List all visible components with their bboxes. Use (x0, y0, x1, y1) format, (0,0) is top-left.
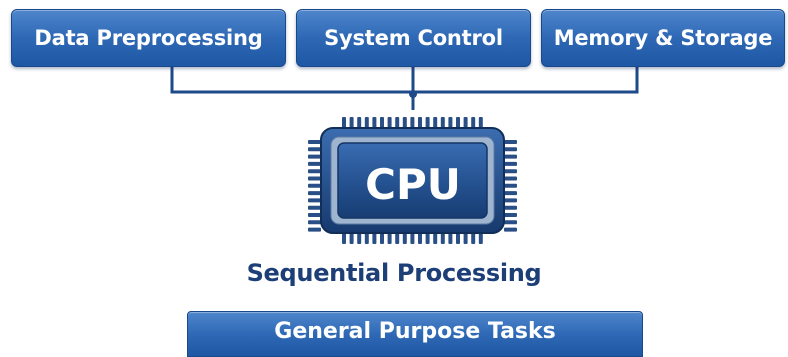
chip-pin (504, 147, 517, 152)
chip-pin (308, 147, 321, 152)
chip-pin (308, 154, 321, 159)
chip-pin (504, 161, 517, 166)
connector-junction-dot (409, 90, 417, 98)
chip-pin (504, 205, 517, 210)
chip-pin (456, 233, 460, 244)
data-preprocessing-box: Data Preprocessing (11, 9, 286, 67)
chip-pin (425, 233, 430, 244)
system-control-box: System Control (296, 9, 531, 67)
chip-pin (380, 233, 384, 244)
chip-pin (504, 154, 517, 159)
chip-pin (504, 213, 517, 217)
chip-pin (504, 191, 517, 196)
chip-pin (372, 117, 377, 128)
chip-pin (372, 233, 377, 244)
chip-pin (471, 117, 476, 128)
chip-pin (364, 117, 369, 128)
chip-pin (364, 233, 369, 244)
chip-pin (349, 233, 354, 244)
chip-pin (463, 117, 468, 128)
chip-pin (504, 198, 517, 203)
chip-pin (456, 117, 460, 128)
chip-pin (478, 233, 483, 244)
chip-pin (395, 233, 400, 244)
chip-pins-right (504, 140, 517, 232)
chip-pin (357, 233, 362, 244)
chip-pin (308, 161, 321, 166)
chip-pin (308, 213, 321, 217)
chip-face (337, 142, 488, 219)
chip-pin (342, 117, 346, 128)
chip-pin (448, 233, 453, 244)
chip-pin (308, 198, 321, 203)
chip-pin (504, 140, 517, 144)
general-purpose-label: General Purpose Tasks (274, 319, 556, 344)
chip-pins-bottom (342, 233, 483, 244)
chip-pins-top (342, 117, 483, 128)
chip-pin (463, 233, 468, 244)
chip-pin (308, 169, 321, 174)
cpu-caption: Sequential Processing (246, 259, 542, 287)
chip-pin (387, 117, 392, 128)
chip-pin (440, 117, 445, 128)
chip-pin (308, 227, 321, 232)
chip-pin (410, 233, 415, 244)
chip-pin (308, 176, 321, 181)
chip-pin (478, 117, 483, 128)
chip-pin (349, 117, 354, 128)
memory-storage-label: Memory & Storage (553, 26, 773, 50)
chip-pin (308, 140, 321, 144)
chip-pin (410, 117, 415, 128)
chip-pin (308, 183, 321, 188)
general-purpose-bar: General Purpose Tasks (187, 311, 643, 357)
chip-pin (504, 220, 517, 225)
chip-pin (440, 233, 445, 244)
chip-pin (504, 169, 517, 174)
memory-storage-box: Memory & Storage (541, 9, 785, 67)
chip-pin (418, 117, 422, 128)
data-preprocessing-label: Data Preprocessing (34, 26, 263, 50)
chip-pin (448, 117, 453, 128)
chip-pin (504, 227, 517, 232)
chip-pin (387, 233, 392, 244)
chip-pin (402, 233, 407, 244)
cpu-label: CPU (365, 160, 461, 209)
chip-pin (380, 117, 384, 128)
chip-pin (308, 220, 321, 225)
chip-pin (342, 233, 346, 244)
chip-pin (504, 183, 517, 188)
chip-pin (471, 233, 476, 244)
chip-pin (357, 117, 362, 128)
chip-pin (418, 233, 422, 244)
chip-pin (402, 117, 407, 128)
chip-pin (395, 117, 400, 128)
chip-pin (433, 233, 438, 244)
chip-pins-left (308, 140, 321, 232)
chip-pin (308, 205, 321, 210)
chip-pin (433, 117, 438, 128)
chip-pin (504, 176, 517, 181)
system-control-label: System Control (324, 26, 503, 50)
chip-pin (308, 191, 321, 196)
chip-pin (425, 117, 430, 128)
